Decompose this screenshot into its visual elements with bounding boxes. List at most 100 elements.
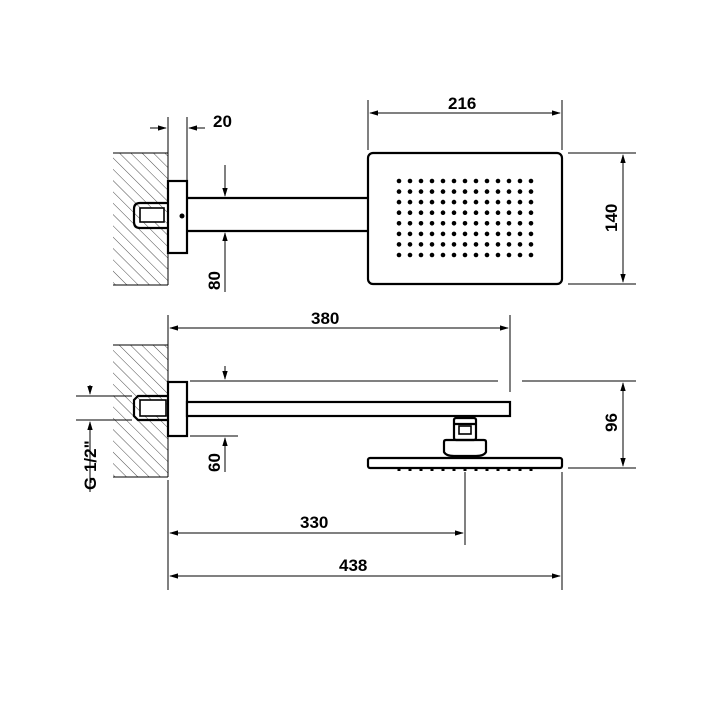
nozzle [451, 231, 457, 237]
nozzle [506, 199, 512, 205]
nozzle [462, 199, 468, 205]
nozzle [407, 252, 413, 258]
nozzle [429, 221, 435, 226]
nozzle [473, 199, 479, 205]
nozzle [407, 242, 413, 247]
nozzle [528, 242, 534, 247]
nozzle [396, 221, 402, 226]
nozzle [528, 189, 534, 194]
top-view: 20 216 140 80 [113, 94, 636, 292]
nozzle [484, 199, 490, 205]
nozzle [473, 178, 479, 184]
nozzle [407, 178, 413, 184]
nozzle [484, 252, 490, 258]
dim-total-projection: 438 [339, 556, 367, 575]
nozzle [517, 178, 523, 184]
nozzle [451, 199, 457, 205]
nozzle [495, 210, 501, 215]
dim-head-center-offset: 330 [300, 513, 328, 532]
nozzle-tip [518, 468, 522, 471]
nozzle [429, 242, 435, 247]
nozzle [418, 231, 424, 237]
nozzle [473, 189, 479, 194]
nozzle [407, 231, 413, 237]
nozzle-row-side [397, 468, 533, 471]
nozzle-tip [474, 468, 478, 471]
nozzle [462, 231, 468, 237]
nozzle [396, 178, 402, 184]
nozzle [495, 242, 501, 247]
nozzle [517, 189, 523, 194]
nozzle [429, 231, 435, 237]
nozzle [451, 178, 457, 184]
nozzle [517, 210, 523, 215]
nozzle [506, 242, 512, 247]
nozzle [429, 189, 435, 194]
nozzle [407, 210, 413, 215]
nozzle [429, 178, 435, 184]
nozzle [528, 199, 534, 205]
nozzle [418, 210, 424, 215]
dim-arm-height: 60 [205, 453, 224, 472]
nozzle [473, 242, 479, 247]
nozzle [462, 252, 468, 258]
dim-arm-square-section: 80 [205, 271, 224, 290]
nozzle [495, 221, 501, 226]
nozzle [484, 221, 490, 226]
nozzle [517, 242, 523, 247]
nozzle [495, 252, 501, 258]
nozzle [451, 252, 457, 258]
nozzle [418, 252, 424, 258]
nozzle [429, 199, 435, 205]
nozzle [451, 242, 457, 247]
nozzle [517, 252, 523, 258]
nozzle-tip [496, 468, 500, 471]
nozzle [418, 199, 424, 205]
nozzle [418, 221, 424, 226]
shower-arm-side [185, 400, 512, 418]
nozzle-grid [396, 178, 534, 258]
nozzle [462, 189, 468, 194]
nozzle [484, 231, 490, 237]
nozzle [495, 189, 501, 194]
nozzle [407, 221, 413, 226]
nozzle [517, 221, 523, 226]
nozzle [451, 189, 457, 194]
dim-top-wall-thickness: 20 [213, 112, 232, 131]
nozzle [506, 178, 512, 184]
nozzle [484, 189, 490, 194]
nozzle [517, 231, 523, 237]
wall-flange-side [166, 380, 189, 438]
nozzle [440, 189, 446, 194]
nozzle [396, 199, 402, 205]
nozzle [528, 178, 534, 184]
nozzle [407, 199, 413, 205]
wall-flange-top [166, 179, 189, 255]
nozzle [473, 231, 479, 237]
nozzle [528, 231, 534, 237]
nozzle [396, 210, 402, 215]
dim-thread: G 1/2" [81, 440, 100, 490]
nozzle-tip [408, 468, 412, 471]
nozzle [440, 242, 446, 247]
dim-shower-head-depth: 140 [602, 204, 621, 232]
dim-arm-length: 380 [311, 309, 339, 328]
nozzle [495, 199, 501, 205]
nozzle [462, 178, 468, 184]
nozzle [440, 231, 446, 237]
wall-connector-top [132, 201, 168, 230]
nozzle-tip [507, 468, 511, 471]
nozzle-tip [529, 468, 533, 471]
nozzle [506, 252, 512, 258]
nozzle [528, 252, 534, 258]
nozzle-tip [452, 468, 456, 471]
nozzle [440, 210, 446, 215]
nozzle [396, 231, 402, 237]
nozzle [473, 252, 479, 258]
nozzle [484, 210, 490, 215]
nozzle [429, 252, 435, 258]
nozzle [528, 210, 534, 215]
nozzle [462, 242, 468, 247]
nozzle-tip [397, 468, 401, 471]
nozzle [418, 178, 424, 184]
